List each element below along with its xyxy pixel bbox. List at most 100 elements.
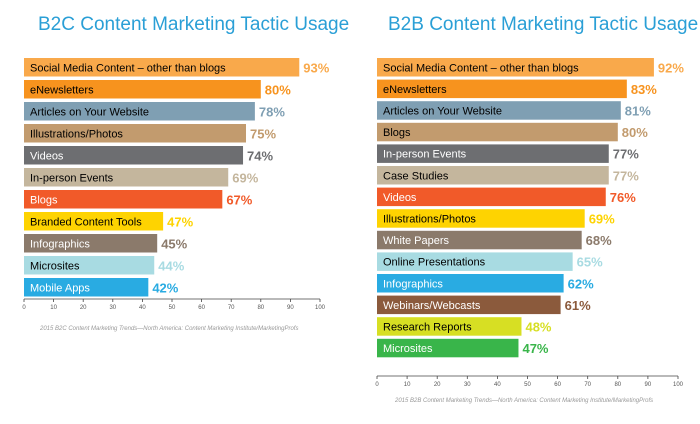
b2b-chart: Social Media Content – other than blogs 9… — [375, 58, 684, 388]
b2b-bar-label: Blogs — [383, 127, 411, 139]
b2b-bar-label: Online Presentations — [383, 257, 486, 269]
b2c-bar — [24, 256, 155, 275]
b2b-bar — [377, 252, 573, 271]
b2b-x-tick-label: 70 — [584, 382, 591, 388]
b2b-bar-label: Social Media Content – other than blogs — [383, 62, 579, 74]
b2c-x-tick-label: 90 — [287, 305, 294, 311]
b2b-value-label: 77% — [613, 147, 639, 162]
b2c-bar-label: Microsites — [30, 260, 80, 272]
b2b-bar-label: Webinars/Webcasts — [383, 300, 481, 312]
b2c-x-tick-label: 50 — [169, 305, 176, 311]
b2b-bar-label: Case Studies — [383, 170, 449, 182]
b2b-bar — [377, 230, 582, 250]
b2c-value-label: 80% — [265, 82, 291, 97]
b2b-bar-label: In-person Events — [383, 149, 467, 161]
b2c-bar — [24, 168, 229, 187]
b2b-x-tick-label: 30 — [464, 382, 471, 388]
b2c-x-tick-label: 10 — [50, 305, 57, 311]
b2b-x-tick-label: 20 — [434, 382, 441, 388]
b2b-x-tick-label: 10 — [404, 382, 411, 388]
b2c-value-label: 45% — [161, 236, 187, 251]
b2c-value-label: 67% — [226, 192, 252, 207]
b2b-bar — [377, 79, 627, 99]
b2c-bar-label: In-person Events — [30, 172, 114, 184]
b2c-bar — [24, 234, 158, 253]
b2c-bar — [24, 190, 223, 209]
b2c-x-tick-label: 70 — [228, 305, 235, 311]
b2c-x-tick-label: 0 — [22, 305, 26, 311]
b2b-bar-label: eNewsletters — [383, 84, 447, 96]
b2c-value-label: 75% — [250, 126, 276, 141]
b2b-bar — [377, 209, 585, 228]
b2c-x-tick-label: 100 — [315, 305, 326, 311]
b2c-bar-label: Articles on Your Website — [30, 106, 149, 118]
b2b-bar — [377, 122, 618, 142]
b2c-bar-label: Social Media Content – other than blogs — [30, 62, 226, 74]
b2b-value-label: 81% — [625, 103, 651, 118]
b2c-bar-label: Videos — [30, 150, 64, 162]
b2c-x-tick-label: 20 — [80, 305, 87, 311]
b2c-bar — [24, 278, 149, 297]
b2c-x-tick-label: 40 — [139, 305, 146, 311]
b2b-bar — [377, 274, 564, 293]
b2b-x-tick-label: 90 — [645, 382, 652, 388]
b2b-bar-label: Articles on Your Website — [383, 105, 502, 117]
b2b-bar-label: Research Reports — [383, 321, 472, 333]
b2b-x-tick-label: 60 — [554, 382, 561, 388]
b2b-bar-label: Illustrations/Photos — [383, 213, 476, 225]
b2b-bar — [377, 101, 621, 120]
b2b-bar — [377, 317, 522, 336]
b2c-value-label: 93% — [303, 60, 329, 75]
b2c-bar — [24, 146, 244, 165]
b2b-x-tick-label: 100 — [673, 382, 684, 388]
b2b-bar — [377, 166, 609, 185]
b2c-bar-label: Illustrations/Photos — [30, 128, 123, 140]
b2c-bar — [24, 102, 255, 121]
b2b-value-label: 69% — [589, 211, 615, 226]
b2c-bar-label: Branded Content Tools — [30, 216, 142, 228]
b2c-value-label: 69% — [232, 170, 258, 185]
b2b-bar — [377, 338, 519, 358]
b2b-x-tick-label: 80 — [614, 382, 621, 388]
b2c-value-label: 42% — [152, 280, 178, 295]
b2b-value-label: 68% — [586, 233, 612, 248]
b2b-value-label: 61% — [565, 298, 591, 313]
b2b-bar-label: Videos — [383, 192, 417, 204]
b2c-value-label: 74% — [247, 148, 273, 163]
b2b-x-tick-label: 50 — [524, 382, 531, 388]
b2c-x-tick-label: 30 — [109, 305, 116, 311]
b2c-source-note: 2015 B2C Content Marketing Trends—North … — [40, 326, 299, 332]
b2b-bar — [377, 144, 609, 163]
b2b-value-label: 77% — [613, 168, 639, 183]
b2c-bar-label: Infographics — [30, 238, 90, 250]
b2c-bar — [24, 58, 300, 77]
b2c-chart-title: B2C Content Marketing Tactic Usage — [38, 14, 350, 35]
b2b-bar-label: White Papers — [383, 235, 450, 247]
b2c-x-tick-label: 80 — [257, 305, 264, 311]
b2b-value-label: 92% — [658, 60, 684, 75]
b2b-bar — [377, 187, 606, 207]
b2b-bar-label: Infographics — [383, 278, 443, 290]
b2b-value-label: 80% — [622, 125, 648, 140]
b2b-bar — [377, 295, 561, 315]
b2c-value-label: 78% — [259, 104, 285, 119]
b2c-bar — [24, 124, 246, 143]
b2b-x-tick-label: 0 — [375, 382, 379, 388]
b2b-x-tick-label: 40 — [494, 382, 501, 388]
b2c-bar-label: Mobile Apps — [30, 282, 90, 294]
b2b-source-note: 2015 B2B Content Marketing Trends—North … — [395, 398, 654, 404]
b2c-bar-label: eNewsletters — [30, 84, 94, 96]
b2c-x-tick-label: 60 — [198, 305, 205, 311]
b2b-value-label: 76% — [610, 190, 636, 205]
b2b-bar — [377, 58, 654, 77]
b2b-value-label: 48% — [525, 319, 551, 334]
b2b-value-label: 65% — [577, 255, 603, 270]
b2b-value-label: 47% — [522, 341, 548, 356]
b2c-bar-label: Blogs — [30, 194, 58, 206]
b2b-bar-label: Microsites — [383, 343, 433, 355]
b2c-bar — [24, 212, 164, 231]
b2c-value-label: 47% — [167, 214, 193, 229]
b2c-value-label: 44% — [158, 258, 184, 273]
b2b-value-label: 62% — [568, 276, 594, 291]
